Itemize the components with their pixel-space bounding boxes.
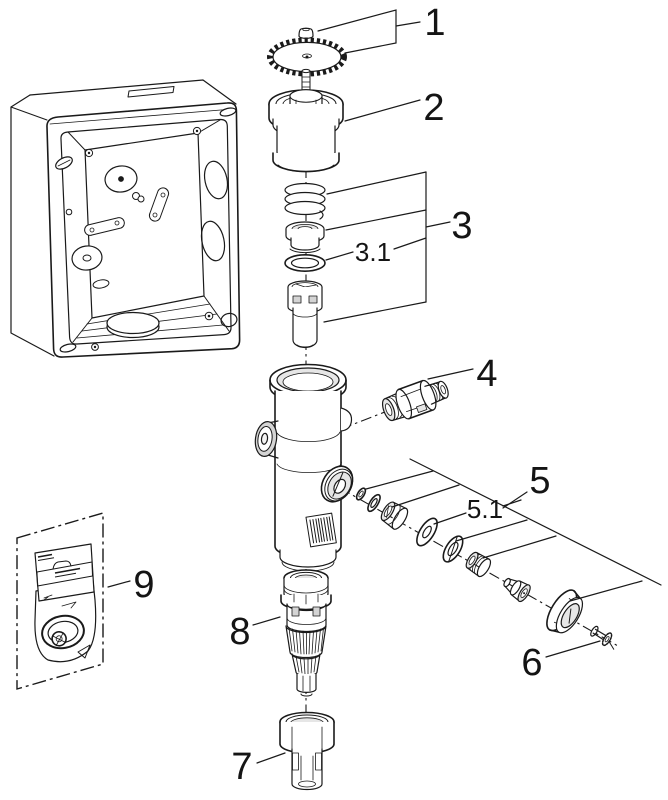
cavity-edge	[72, 317, 93, 343]
union-nut	[395, 379, 437, 420]
callout-label-8: 8	[229, 611, 250, 653]
washer-split	[442, 535, 464, 563]
spring	[284, 182, 326, 220]
seal-piston-cap	[285, 221, 325, 254]
barcode-label	[305, 512, 337, 548]
callout-label-5: 5	[529, 460, 550, 502]
mount-slot	[59, 343, 77, 353]
callout-line-3	[323, 171, 451, 323]
callout-line-3-1	[325, 237, 427, 261]
disc-center	[118, 176, 124, 182]
dumbbell-bracket	[84, 217, 125, 236]
stud	[137, 195, 145, 203]
callout-line-4	[427, 368, 474, 380]
callout-label-5-1: 5.1	[467, 494, 503, 524]
bag-gasket	[41, 614, 85, 650]
threaded-plug	[465, 551, 492, 578]
right-wall-knockouts	[200, 160, 238, 328]
callout-line-9	[107, 580, 131, 588]
mounting-box	[10, 79, 241, 358]
kit-boundary	[16, 512, 104, 690]
callout-line-1	[317, 9, 421, 54]
cartridge-splines	[285, 625, 327, 677]
cartridge-collar	[280, 569, 332, 611]
callout-label-6: 6	[521, 642, 542, 684]
cartridge-hex-tip	[296, 673, 317, 697]
slot	[92, 279, 110, 289]
body-bottom-thread	[279, 549, 337, 572]
cap-body	[268, 103, 344, 173]
euro-slot-tab	[52, 560, 72, 570]
callout-lines	[107, 9, 662, 764]
plate-thickness-line	[49, 108, 234, 125]
o-ring	[367, 493, 381, 513]
cavity-edge	[197, 119, 221, 134]
valve-seat-insert	[380, 501, 409, 530]
plate-opening	[60, 118, 232, 345]
part-2-cap	[268, 68, 344, 173]
body-front-port	[320, 465, 354, 503]
body-left-boss	[254, 420, 279, 459]
callout-label-3: 3	[451, 205, 472, 247]
part-5-series	[355, 487, 584, 634]
part-3-group	[284, 182, 326, 349]
disc-hole	[82, 254, 92, 262]
cap-stem	[301, 68, 311, 94]
valve-body	[254, 363, 354, 572]
o-ring-3-1	[284, 254, 326, 273]
floor-knockout	[106, 311, 160, 339]
card-fine-print	[37, 553, 81, 578]
screw	[65, 208, 73, 216]
cavity-edge	[203, 295, 230, 332]
adapter-hex	[279, 721, 335, 754]
mount-slot	[219, 107, 237, 117]
back-wall-details	[65, 165, 170, 289]
part-7-adapter	[279, 711, 335, 791]
adapter-lower	[291, 748, 323, 791]
box-front-plate	[46, 102, 241, 358]
box-top-edge	[29, 79, 237, 105]
callout-line-6	[545, 640, 601, 658]
part-1-handwheel-group	[267, 27, 347, 77]
union-retaining-nut	[546, 589, 584, 634]
washer-5-1	[416, 517, 438, 547]
part-9-service-kit	[16, 512, 104, 690]
part-6-screw	[590, 625, 615, 650]
plate-screws	[55, 107, 237, 353]
part-4-union-connector	[381, 379, 449, 422]
callout-line-2	[344, 99, 421, 122]
cavity-edge	[67, 131, 86, 151]
callout-line-5-1	[433, 499, 522, 525]
callout-label-2: 2	[423, 87, 444, 129]
spindle	[503, 577, 531, 603]
callout-labels: 1 2 3 3.1 4 5 5.1 6 7 8 9	[133, 2, 550, 788]
union-right-thread	[424, 380, 449, 405]
box-left-edge	[10, 94, 55, 357]
callout-line-5	[365, 458, 662, 602]
callout-label-4: 4	[476, 353, 497, 395]
callout-label-3-1: 3.1	[355, 237, 391, 267]
card-band	[36, 561, 93, 587]
callout-label-9: 9	[133, 564, 154, 606]
knurled-handwheel	[267, 37, 347, 77]
body-right-port-stub	[340, 407, 353, 432]
kit-bag	[34, 543, 97, 663]
o-ring-small	[355, 487, 367, 501]
piston-cartridge	[287, 280, 323, 349]
callout-label-7: 7	[231, 746, 252, 788]
box-top-tab	[127, 86, 175, 98]
disc-fitting	[71, 245, 103, 271]
cartridge-body	[286, 603, 327, 633]
cap-screw	[298, 27, 314, 39]
box-corner-line	[10, 106, 48, 121]
callout-line-8	[252, 616, 281, 626]
callout-line-7	[256, 752, 286, 764]
header-card	[34, 543, 95, 602]
part-8-cartridge	[280, 569, 332, 697]
callout-label-1: 1	[424, 2, 445, 44]
bag-fold	[77, 644, 91, 659]
